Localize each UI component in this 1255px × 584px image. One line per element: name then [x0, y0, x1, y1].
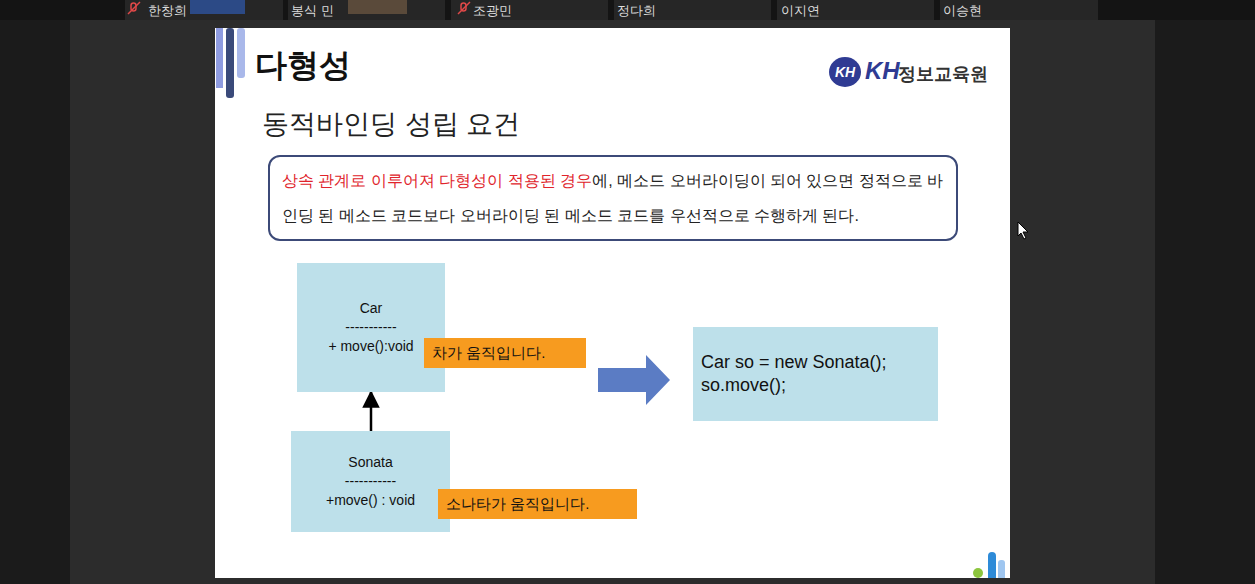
- def-box: 상속 관계로 이루어져 다형성이 적용된 경우에, 메소드 오버라이딩이 되어 …: [268, 155, 958, 241]
- participant-name: 봉식 민: [291, 2, 334, 20]
- callout-text: 소나타가 움직입니다.: [446, 495, 589, 514]
- divider-text: -----------: [345, 318, 396, 337]
- logo-initials: KH: [835, 64, 855, 80]
- code-line: so.move();: [701, 374, 928, 397]
- highlight-text: 상속 관계로 이루어져 다형성이 적용된 경우: [282, 172, 592, 189]
- logo-mark: KH: [865, 57, 900, 85]
- participant-name: 이지연: [781, 2, 820, 20]
- code-box: Car so = new Sonata();so.move();: [693, 327, 938, 421]
- note-box: 소나타가 움직입니다.: [438, 489, 637, 519]
- logo-text: 정보교육원: [898, 62, 988, 86]
- definition-paragraph: 상속 관계로 이루어져 다형성이 적용된 경우에, 메소드 오버라이딩이 되어 …: [282, 163, 944, 233]
- uml-box: Sonata-----------+move() : void: [291, 431, 450, 532]
- slide-title: 다형성: [255, 44, 351, 88]
- method-text: +move() : void: [326, 491, 415, 510]
- uml-box: Car-----------+ move():void: [297, 263, 445, 392]
- method-text: + move():void: [328, 337, 413, 356]
- divider-text: -----------: [345, 472, 396, 491]
- logo-box: KH: [829, 57, 861, 87]
- class-name: Sonata: [348, 453, 392, 472]
- callout-text: 차가 움직입니다.: [432, 344, 545, 363]
- code-line: Car so = new Sonata();: [701, 351, 928, 374]
- participant-name: 한창희: [148, 2, 187, 20]
- participant-name: 조광민: [473, 2, 512, 20]
- note-box: 차가 움직입니다.: [424, 338, 586, 368]
- participant-name: 이승현: [943, 2, 982, 20]
- participant-name: 정다희: [617, 2, 656, 20]
- inheritance-arrow: [370, 392, 373, 431]
- class-name: Car: [360, 299, 383, 318]
- slide-subtitle: 동적바인딩 성립 요건: [262, 106, 520, 142]
